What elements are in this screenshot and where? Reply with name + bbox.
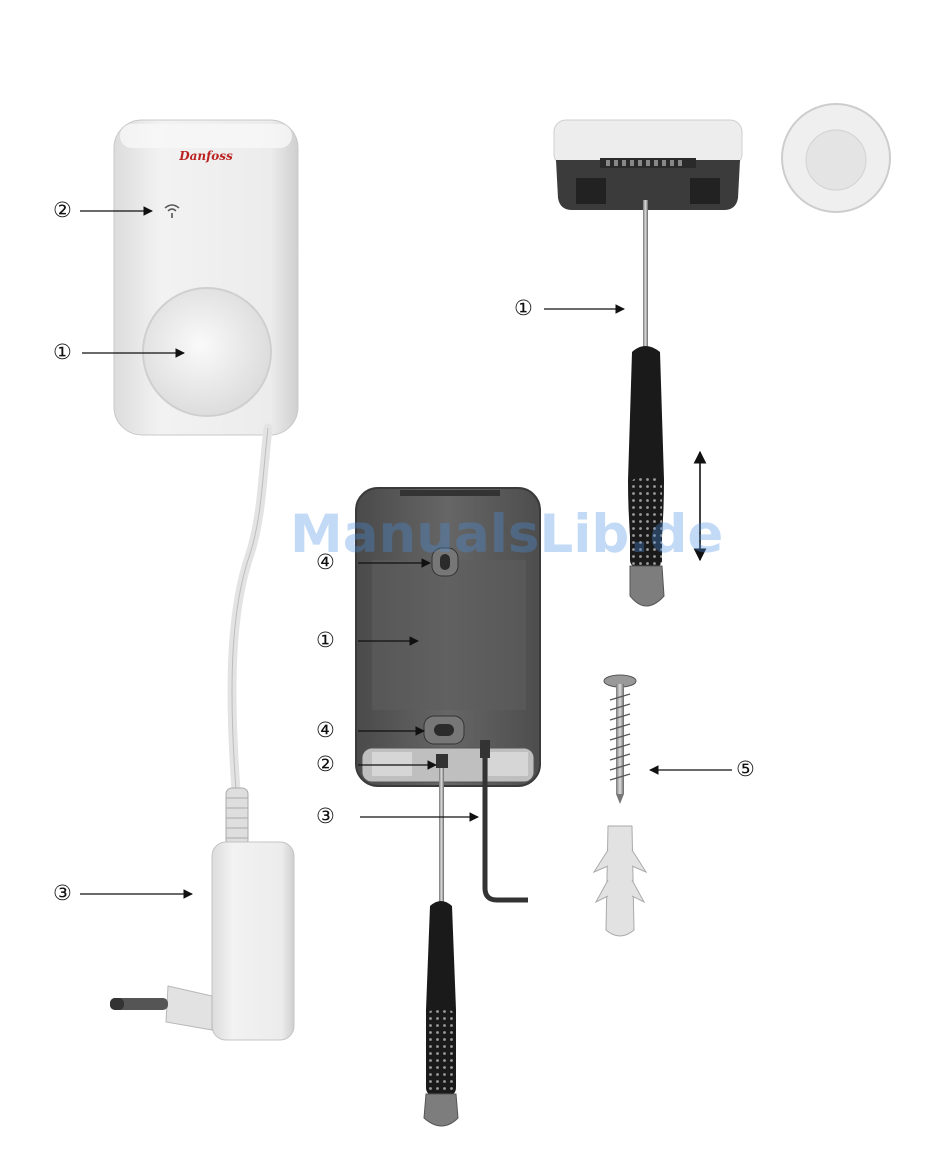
callout-thermostat-screwdriver: ①: [514, 298, 533, 319]
power-adapter: [110, 842, 294, 1040]
wall-plug: [594, 826, 646, 936]
callout-receiver-button: ①: [53, 342, 72, 363]
thermostat-unit: [554, 120, 742, 210]
wall-screw: [604, 675, 636, 804]
callout-plate-screw: ②: [316, 754, 335, 775]
sensor-cap: [782, 104, 890, 212]
callout-plate-center: ①: [316, 630, 335, 651]
callout-receiver-wifi: ②: [53, 200, 72, 221]
cable-strain-relief: [226, 788, 248, 846]
callout-receiver-adapter: ③: [53, 883, 72, 904]
callout-plate-hexkey: ③: [316, 806, 335, 827]
screwdriver-bottom: [424, 768, 458, 1126]
watermark: ManualsLib.de: [290, 504, 723, 565]
receiver-button[interactable]: [143, 288, 271, 416]
danfoss-logo: Danfoss: [178, 149, 233, 163]
callout-plate-hole-bottom: ④: [316, 720, 335, 741]
callout-wall-screw: ⑤: [736, 759, 755, 780]
receiver-unit: Danfoss: [110, 120, 298, 1040]
